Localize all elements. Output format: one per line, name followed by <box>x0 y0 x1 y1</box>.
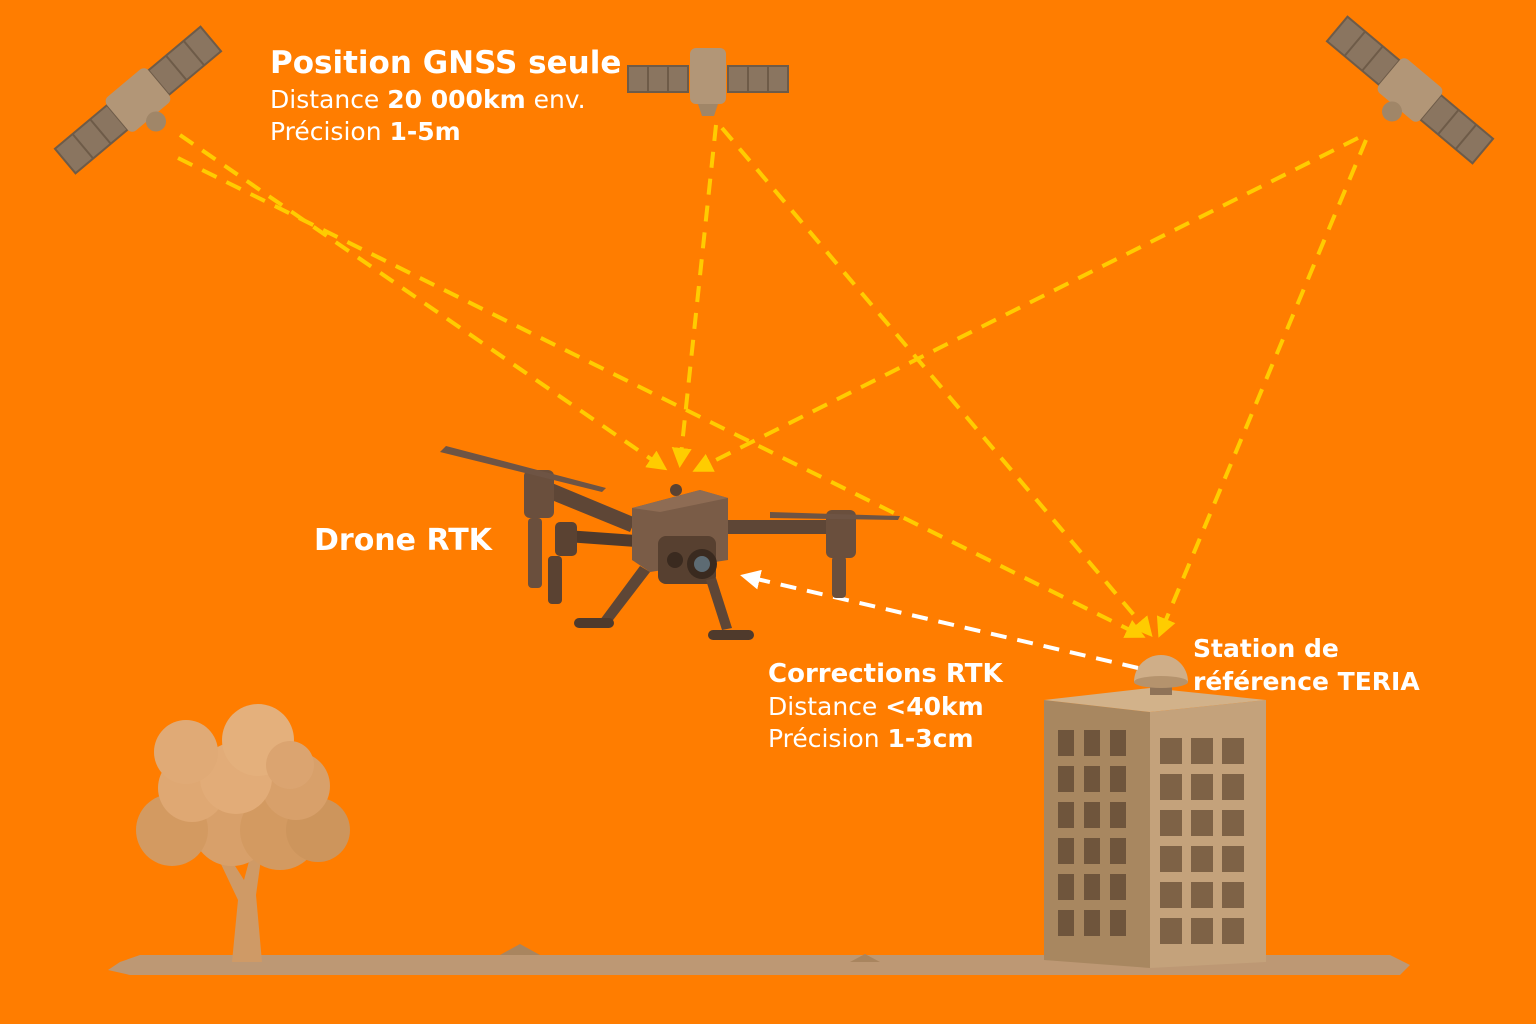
building-window <box>1058 802 1074 828</box>
drone-icon <box>440 446 900 640</box>
building-window <box>1160 810 1182 836</box>
building-window <box>1222 774 1244 800</box>
gnss-distance-value: 20 000km <box>387 84 526 114</box>
building-window <box>1058 730 1074 756</box>
building-window <box>1110 802 1126 828</box>
signal-sat-center-to-drone <box>671 124 718 468</box>
building-window <box>1110 766 1126 792</box>
gnss-precision-label: Précision <box>270 116 390 146</box>
signal-sat-left-to-drone <box>178 133 668 471</box>
rtk-correction-link <box>740 569 1139 670</box>
building-window <box>1222 918 1244 944</box>
drone-label: Drone RTK <box>314 523 492 558</box>
gnss-signal-paths <box>177 124 1368 638</box>
rtk-distance-label: Distance <box>768 692 886 722</box>
gnss-distance-label: Distance <box>270 84 388 114</box>
gnss-title: Position GNSS seule <box>270 45 622 81</box>
gnss-distance: Distance 20 000km env. <box>270 84 621 116</box>
reference-station-label: Station de référence TERIA <box>1193 632 1420 699</box>
signal-sat-right-to-station <box>1156 139 1368 638</box>
signal-sat-right-to-drone <box>692 136 1359 472</box>
gnss-precision: Précision 1-5m <box>270 116 621 148</box>
rtk-precision-label: Précision <box>768 724 888 754</box>
building-window <box>1160 774 1182 800</box>
building-window <box>1160 918 1182 944</box>
building-window <box>1084 874 1100 900</box>
satellite-right-icon <box>1325 15 1495 165</box>
satellite-left-icon <box>53 25 223 175</box>
building-window <box>1110 838 1126 864</box>
ground-bump <box>500 944 540 955</box>
building-window <box>1084 910 1100 936</box>
building-window <box>1222 738 1244 764</box>
building-window <box>1058 766 1074 792</box>
building-window <box>1222 846 1244 872</box>
building-window <box>1058 838 1074 864</box>
signal-sat-left-to-station <box>177 156 1146 638</box>
building-window <box>1191 918 1213 944</box>
building-window <box>1084 766 1100 792</box>
building-window <box>1160 738 1182 764</box>
rtk-distance: Distance <40km <box>768 691 1003 723</box>
building-window <box>1058 910 1074 936</box>
building-window <box>1110 874 1126 900</box>
building-window <box>1191 810 1213 836</box>
building-window <box>1084 838 1100 864</box>
building-window <box>1110 910 1126 936</box>
rtk-corrections-label: Corrections RTK Distance <40km Précision… <box>768 658 1003 755</box>
building-window <box>1191 738 1213 764</box>
gnss-distance-suffix: env. <box>525 84 586 114</box>
rtk-title: Corrections RTK <box>768 659 1003 689</box>
station-label-line2: référence TERIA <box>1193 667 1420 697</box>
building-window <box>1084 730 1100 756</box>
building-icon <box>1044 688 1266 968</box>
rtk-precision: Précision 1-3cm <box>768 723 1003 755</box>
rtk-precision-value: 1-3cm <box>887 724 974 754</box>
building-window <box>1058 874 1074 900</box>
ground-bump <box>850 954 880 962</box>
tree-icon <box>136 704 350 962</box>
building-window <box>1222 810 1244 836</box>
signal-sat-center-to-station <box>720 126 1153 638</box>
satellite-center-icon <box>627 48 789 116</box>
building-window <box>1191 846 1213 872</box>
building-window <box>1160 882 1182 908</box>
building-window <box>1191 774 1213 800</box>
rtk-distance-value: <40km <box>885 692 984 722</box>
building-window <box>1191 882 1213 908</box>
building-window <box>1110 730 1126 756</box>
station-label-line1: Station de <box>1193 634 1339 663</box>
building-window <box>1084 802 1100 828</box>
gnss-precision-value: 1-5m <box>389 116 461 146</box>
building-window <box>1222 882 1244 908</box>
reference-antenna-icon <box>1134 655 1188 695</box>
gnss-info-label: Position GNSS seule Distance 20 000km en… <box>270 44 621 148</box>
building-window <box>1160 846 1182 872</box>
